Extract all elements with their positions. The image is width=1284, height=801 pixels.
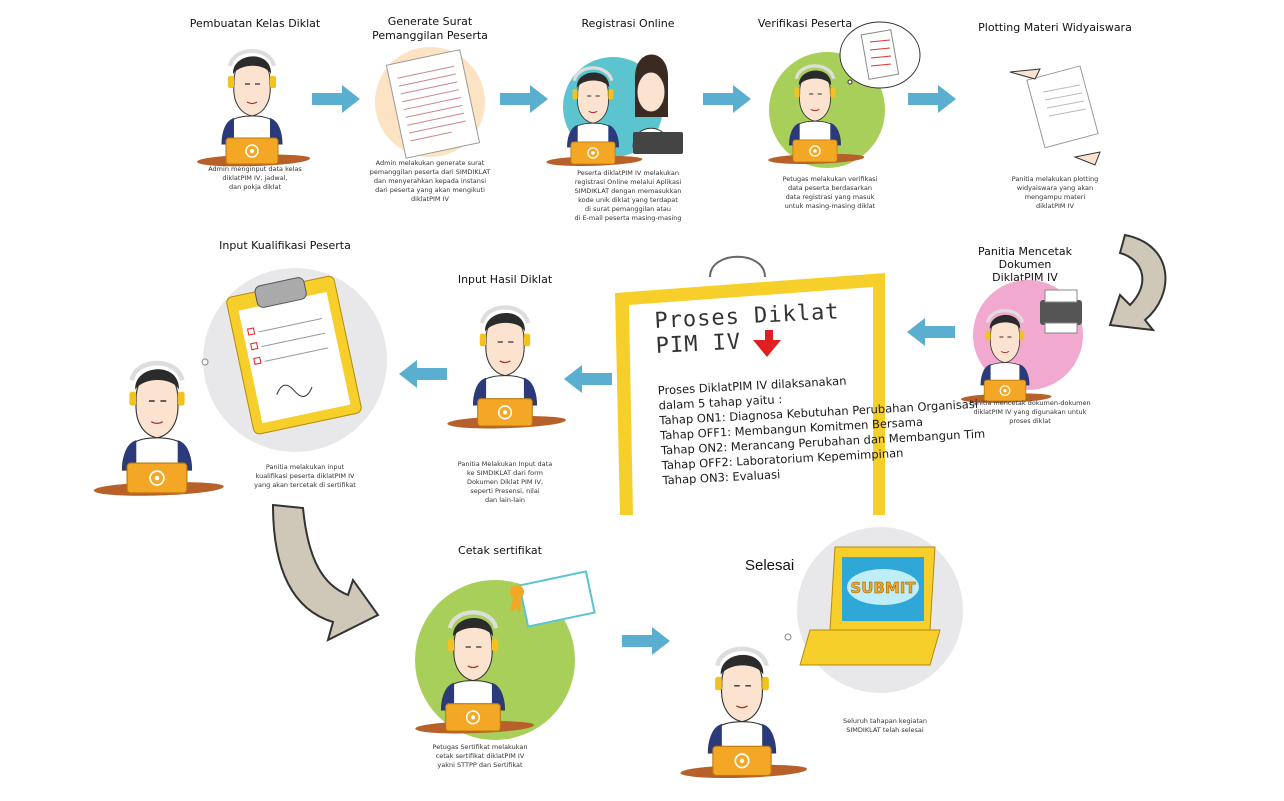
curved-arrow-down-left: [271, 503, 380, 642]
step-caption: Petugas melakukan verifikasi data pesert…: [782, 175, 878, 210]
step-title: Plotting Materi Widyaiswara: [978, 21, 1132, 34]
printer-illustration: [959, 280, 1083, 405]
step-mencetak-dokumen: Panitia Mencetak Dokumen DiklatPIM IV Pa…: [950, 240, 1100, 440]
participants-illustration: [544, 54, 683, 168]
step-caption: Panitia melakukan input kualifikasi pese…: [254, 463, 356, 489]
flow-arrow-right-2: [500, 85, 548, 113]
board-body: Proses DiklatPIM IV dilaksanakan dalam 5…: [657, 367, 987, 489]
curved-arrow-down-right: [1108, 233, 1167, 332]
flow-arrow-left-3: [399, 360, 447, 388]
clipboard-illustration: [95, 268, 387, 500]
flow-arrow-left-1: [907, 318, 955, 346]
step-title: Selesai: [745, 557, 795, 574]
handover-document-illustration: [1009, 65, 1101, 166]
step-caption: Panitia Melakukan Input data ke SIMDIKLA…: [457, 460, 553, 504]
step-verifikasi: Verifikasi Peserta Petugas melakukan ver…: [755, 12, 921, 222]
flow-arrow-right-4: [908, 85, 956, 113]
step-pembuatan-kelas: Pembuatan Kelas Diklat Admin menginput d…: [180, 12, 330, 202]
step-generate-surat: Generate Surat Pemanggilan Peserta Admin…: [355, 12, 505, 242]
staff-illustration: [195, 49, 313, 169]
step-input-hasil: Input Hasil Diklat Panitia Melakukan Inp…: [430, 265, 580, 515]
step-caption: Peserta diklatPIM IV melakukan registras…: [574, 169, 682, 222]
step-caption: Admin menginput data kelas diklatPIM IV,…: [208, 165, 302, 191]
step-title: Input Hasil Diklat: [457, 273, 553, 286]
board-frame: [615, 255, 885, 515]
step-caption: Petugas Sertifikat melakukan cetak serti…: [432, 743, 528, 769]
step-input-kualifikasi: Input Kualifikasi Peserta Panitia melaku…: [95, 235, 395, 505]
certificate-illustration: [405, 570, 596, 740]
step-cetak-sertifikat: Cetak sertifikat Petugas Sertifikat mela…: [405, 540, 605, 780]
flow-arrow-right-5: [622, 627, 670, 655]
submit-laptop-illustration: SUBMIT: [680, 527, 963, 785]
step-caption: Admin melakukan generate surat pemanggil…: [369, 159, 491, 203]
step-title: Generate Surat Pemanggilan Peserta: [372, 15, 488, 42]
verification-illustration: [766, 21, 921, 168]
step-caption: Seluruh tahapan kegiatan SIMDIKLAT telah…: [842, 717, 928, 734]
flow-arrow-right-3: [703, 85, 751, 113]
step-title: Input Kualifikasi Peserta: [219, 239, 351, 252]
step-title: Registrasi Online: [581, 17, 675, 30]
step-caption: Panitia melakukan plotting widyaiswara y…: [1011, 175, 1099, 210]
step-title: Verifikasi Peserta: [757, 17, 853, 30]
staff-illustration: [430, 285, 580, 445]
step-selesai: Selesai SUBMIT Seluruh tahapan kegiatan …: [680, 525, 970, 795]
letter-illustration: [375, 47, 485, 159]
step-title: Pembuatan Kelas Diklat: [189, 17, 321, 30]
step-caption: Panitia mencetak dokumen-dokumen diklatP…: [969, 399, 1091, 425]
step-plotting: Plotting Materi Widyaiswara Panitia mela…: [975, 12, 1135, 222]
process-board: Proses Diklat PIM IV Proses DiklatPIM IV…: [615, 245, 986, 515]
submit-screen-text: SUBMIT: [850, 579, 916, 597]
step-registrasi-online: Registrasi Online Peserta diklatPIM IV m…: [544, 12, 703, 232]
step-title: Cetak sertifikat: [458, 544, 542, 557]
